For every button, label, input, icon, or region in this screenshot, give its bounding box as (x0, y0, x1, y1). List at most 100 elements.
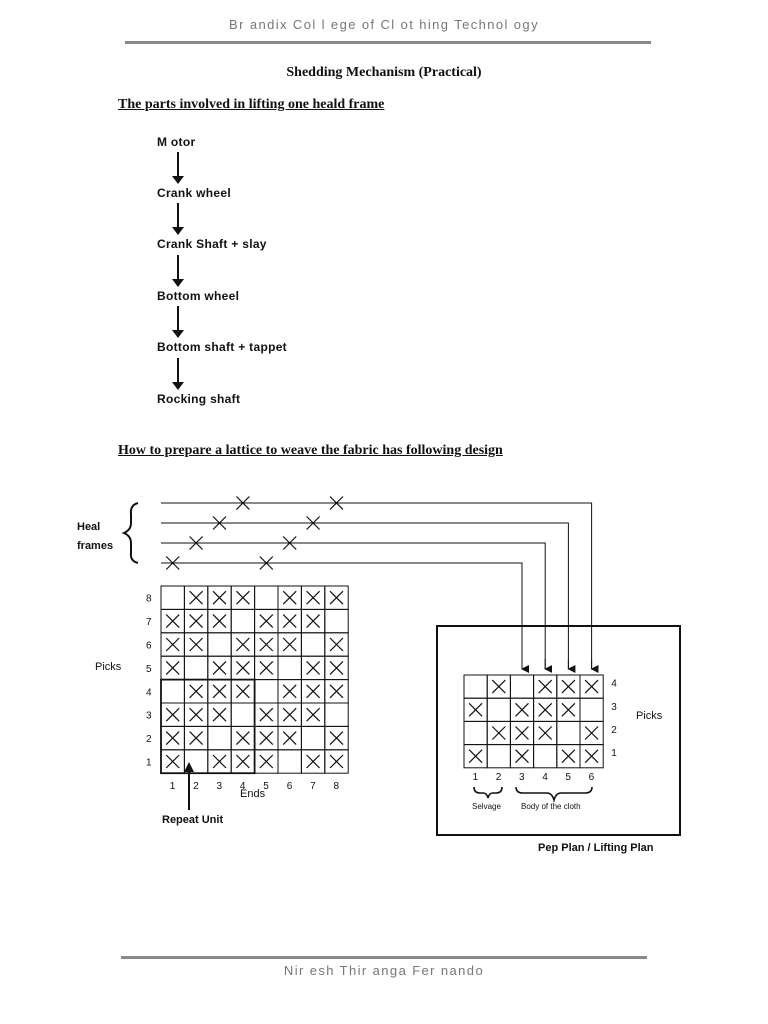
peg-row-label: 2 (611, 725, 617, 736)
cross-mark (329, 731, 344, 746)
footer-rule (121, 956, 647, 959)
cross-mark (282, 637, 297, 652)
step-rocking-shaft: Rocking shaft (157, 392, 241, 406)
peg-cell (486, 744, 511, 769)
step-bottom-shaft: Bottom shaft + tappet (157, 340, 287, 354)
cross-mark (259, 707, 274, 722)
design-cell (207, 725, 232, 751)
cross-mark (329, 754, 344, 769)
design-row-label: 1 (146, 758, 152, 769)
cross-mark (282, 684, 297, 699)
cross-mark (584, 726, 599, 740)
cross-mark (282, 614, 297, 629)
cross-mark (212, 684, 227, 699)
peg-row-label: 3 (611, 702, 617, 713)
peg-cell (486, 697, 511, 722)
design-cell (324, 702, 349, 727)
design-row-label: 5 (146, 664, 152, 675)
cross-mark (189, 614, 204, 629)
cross-mark (259, 637, 274, 652)
ends-label: Ends (240, 788, 266, 800)
section-heading-lattice: How to prepare a lattice to weave the fa… (118, 443, 503, 458)
heald-frame-line (161, 562, 523, 669)
cross-mark (235, 496, 250, 510)
repeat-unit-label: Repeat Unit (162, 814, 223, 826)
peg-col-label: 6 (589, 772, 595, 783)
design-row-label: 7 (146, 617, 152, 628)
cross-mark (165, 660, 180, 675)
peg-row-label: 4 (611, 679, 617, 690)
design-col-label: 2 (193, 781, 199, 792)
cross-mark (189, 731, 204, 746)
cross-mark (306, 754, 321, 769)
cross-mark (282, 707, 297, 722)
step-crank-shaft: Crank Shaft + slay (157, 237, 267, 251)
cross-mark (212, 754, 227, 769)
cross-mark (538, 679, 553, 694)
cross-mark (212, 516, 227, 530)
cross-mark (306, 684, 321, 699)
design-cell (230, 702, 256, 727)
design-cell (277, 655, 302, 681)
cross-mark (282, 536, 297, 550)
cross-mark (189, 637, 204, 652)
cross-mark (306, 707, 321, 722)
design-cell (324, 608, 349, 634)
cross-mark (329, 684, 344, 699)
peg-col-label: 2 (496, 772, 502, 783)
heald-frame-lines (161, 496, 599, 673)
cross-mark (235, 731, 250, 746)
cross-mark (212, 707, 227, 722)
peg-cell (509, 674, 535, 699)
header-rule (125, 41, 651, 44)
step-motor: M otor (157, 135, 196, 149)
cross-mark (259, 731, 274, 746)
page-footer: Nir esh Thir anga Fer nando (283, 963, 485, 978)
cross-mark (538, 702, 553, 717)
cross-mark (329, 637, 344, 652)
peg-cell (579, 744, 604, 769)
cross-mark (584, 749, 599, 764)
cross-mark (259, 754, 274, 769)
cross-mark (259, 556, 274, 570)
design-col-label: 1 (170, 781, 176, 792)
cross-mark (212, 614, 227, 629)
design-row-label: 3 (146, 711, 152, 722)
design-col-label: 5 (263, 781, 269, 792)
design-col-label: 8 (334, 781, 340, 792)
cross-mark (235, 660, 250, 675)
design-cell (254, 679, 279, 704)
cross-mark (515, 749, 529, 764)
page-header: Br andix Col l ege of Cl ot hing Technol… (229, 17, 539, 32)
selvage-brace (473, 786, 503, 799)
body-label: Body of the cloth (521, 802, 581, 811)
peg-cell (463, 720, 488, 746)
peg-col-label: 4 (542, 772, 548, 783)
design-cell (160, 679, 185, 704)
cross-mark (306, 660, 321, 675)
cross-mark (189, 536, 204, 550)
cross-mark (491, 679, 506, 694)
cross-mark (515, 702, 529, 717)
cross-mark (491, 726, 506, 740)
design-col-label: 7 (310, 781, 316, 792)
frames-label: frames (77, 540, 113, 552)
cross-mark (329, 590, 344, 605)
cross-mark (165, 556, 180, 570)
cross-mark (561, 702, 576, 717)
cross-mark (235, 590, 250, 605)
peg-cell (463, 674, 488, 699)
cross-mark (329, 660, 344, 675)
section-heading-parts: The parts involved in lifting one heald … (118, 97, 385, 112)
design-cell (324, 749, 349, 774)
cross-mark (165, 637, 180, 652)
heald-frame-line (161, 542, 546, 669)
peg-col-label: 1 (473, 772, 479, 783)
picks-label-right: Picks (636, 710, 663, 722)
cross-mark (468, 749, 483, 764)
design-cell (277, 749, 302, 774)
body-brace (515, 786, 593, 803)
cross-mark (189, 684, 204, 699)
cross-mark (212, 660, 227, 675)
